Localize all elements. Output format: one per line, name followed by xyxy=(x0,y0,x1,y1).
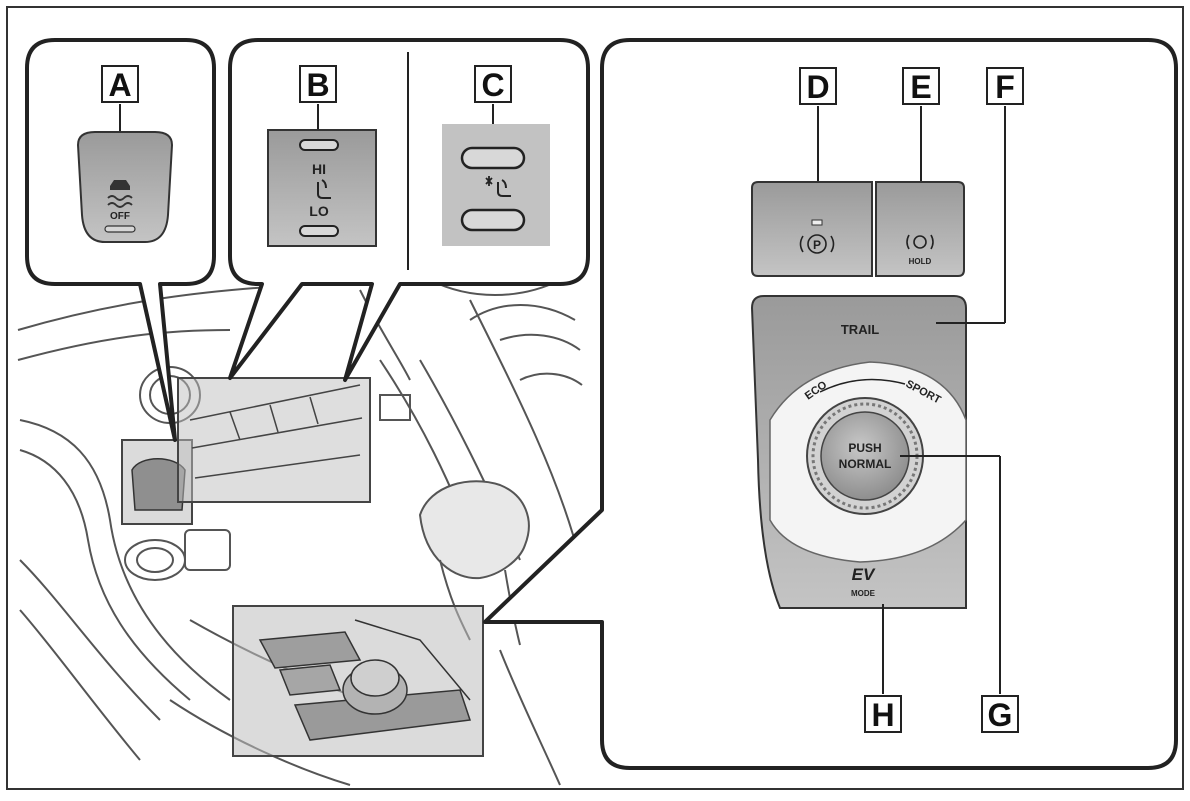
callout-letter-f: F xyxy=(995,69,1015,105)
seat-ventilation-up-button[interactable] xyxy=(460,146,526,170)
seat-heater-icon xyxy=(317,179,331,199)
callout-box-f xyxy=(986,67,1024,105)
brake-hold-label: HOLD xyxy=(909,257,932,266)
brake-hold-icon xyxy=(913,235,927,249)
parking-brake-indicator xyxy=(811,219,823,226)
seat-icon xyxy=(497,179,511,197)
callout-box-g xyxy=(981,695,1019,733)
switch-c-seat-ventilation[interactable] xyxy=(442,104,550,246)
callout-box-h xyxy=(864,695,902,733)
callout-box-a xyxy=(101,65,139,103)
callout-box-b xyxy=(299,65,337,103)
push-label: PUSH xyxy=(848,441,881,455)
switch-b-seat-heater[interactable]: HI LO xyxy=(267,104,377,247)
switch-a-traction-off[interactable]: OFF xyxy=(76,104,174,243)
callout-letter-g: G xyxy=(988,697,1013,733)
callout-letter-a: A xyxy=(108,67,131,103)
switch-a-label: OFF xyxy=(110,211,130,222)
normal-label: NORMAL xyxy=(839,457,892,471)
svg-text:P: P xyxy=(813,238,821,252)
indicator-led xyxy=(104,225,136,233)
seat-heater-down-button[interactable] xyxy=(299,225,339,237)
seat-heater-lo-label: LO xyxy=(309,203,329,219)
seat-heater-up-button[interactable] xyxy=(299,139,339,151)
callout-letter-c: C xyxy=(481,67,504,103)
seat-heater-hi-label: HI xyxy=(312,161,326,177)
skid-icon xyxy=(107,195,133,208)
ev-mode-button[interactable]: EV MODE xyxy=(851,565,876,598)
callout-box-e xyxy=(902,67,940,105)
mode-arc xyxy=(819,378,906,393)
switch-e-brake-hold[interactable]: HOLD xyxy=(875,106,965,277)
fan-icon xyxy=(485,176,493,186)
switch-d-parking-brake[interactable]: P xyxy=(751,106,873,277)
traction-car-icon xyxy=(110,180,130,190)
callout-letter-e: E xyxy=(910,69,931,105)
mode-label: MODE xyxy=(851,589,876,598)
parking-brake-icon xyxy=(807,234,827,254)
ev-label: EV xyxy=(852,565,876,584)
trail-mode-label[interactable]: TRAIL xyxy=(841,322,879,337)
callout-box-c xyxy=(474,65,512,103)
callout-letter-b: B xyxy=(306,67,329,103)
callout-box-d xyxy=(799,67,837,105)
location-box-bc xyxy=(177,377,371,503)
callout-letter-h: H xyxy=(871,697,894,733)
callout-letter-d: D xyxy=(806,69,829,105)
drive-mode-knob[interactable]: PUSH NORMAL xyxy=(806,397,924,515)
seat-ventilation-down-button[interactable] xyxy=(460,208,526,232)
